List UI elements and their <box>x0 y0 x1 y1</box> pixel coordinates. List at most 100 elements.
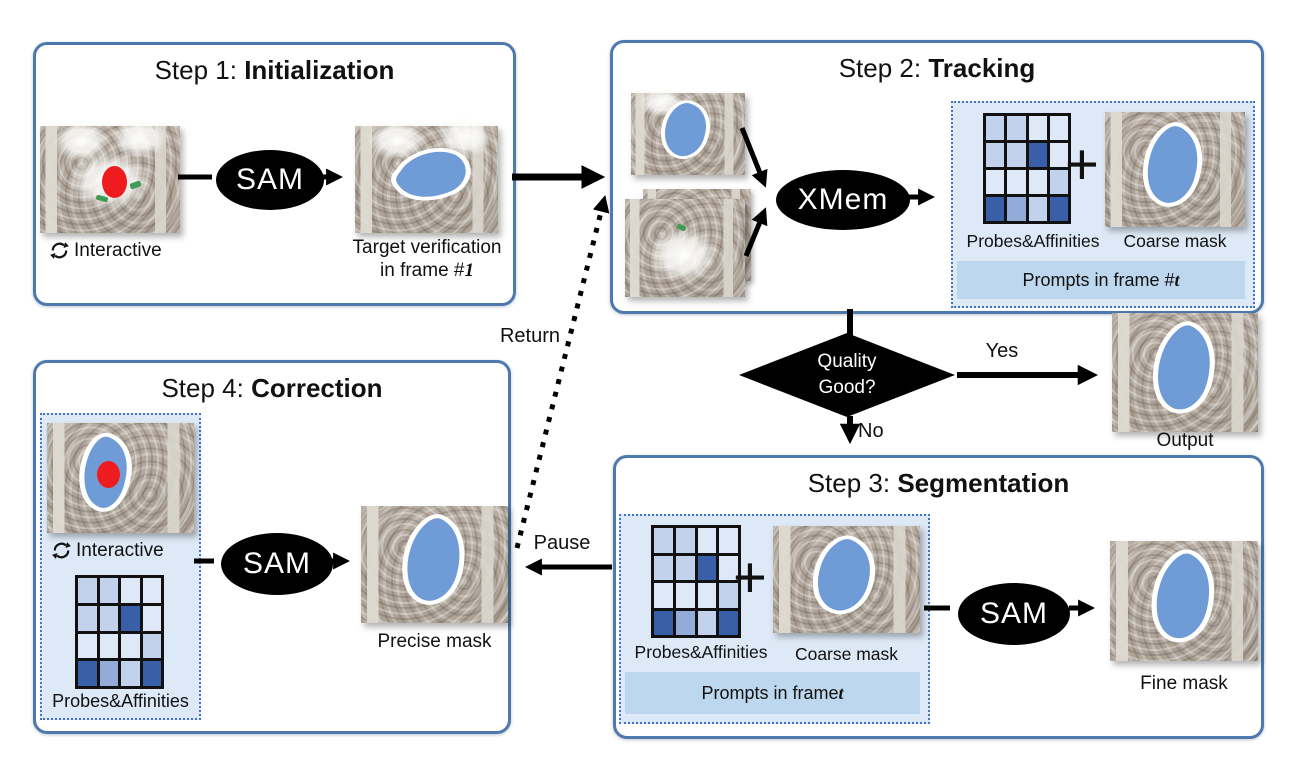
quality-decision-diamond: Quality Good? <box>739 333 955 417</box>
step4-correction-frame <box>47 423 194 533</box>
mask-blob <box>391 147 471 201</box>
affinity-cell <box>142 633 161 659</box>
affinity-cell <box>654 528 673 553</box>
affinity-cell <box>986 170 1005 194</box>
step3-coarse-mask-image <box>773 526 920 633</box>
step3-prompts-panel: + Probes&Affinities Coarse mask Prompts … <box>619 514 930 724</box>
affinity-cell <box>78 605 97 631</box>
sam-node-step3: SAM <box>958 583 1070 645</box>
precise-mask-image <box>361 506 508 623</box>
affinity-cell <box>121 661 140 686</box>
decision-line1: Quality <box>817 351 877 373</box>
sam-label: SAM <box>235 163 304 196</box>
xmem-node: XMem <box>776 170 910 230</box>
plus-sign: + <box>733 545 767 610</box>
yes-label: Yes <box>985 340 1019 362</box>
affinity-cell <box>78 578 97 603</box>
step4-box: Step 4: Correction Interactive Probes&Af… <box>33 360 511 734</box>
affinity-grid <box>651 525 741 638</box>
step2-box: Step 2: Tracking XMem + Probes&Affinitie… <box>610 40 1264 314</box>
sam-node-step4: SAM <box>221 533 333 595</box>
step1-interactive-row: Interactive <box>48 239 162 262</box>
affinity-grid <box>983 113 1071 224</box>
affinity-cell <box>719 583 738 608</box>
fine-mask-caption: Fine mask <box>1140 673 1228 694</box>
step4-interactive-row: Interactive <box>50 539 164 562</box>
coarse-caption: Coarse mask <box>794 644 899 664</box>
affinity-cell <box>121 578 140 603</box>
affinity-cell <box>1007 116 1026 140</box>
affinity-cell <box>1007 197 1026 221</box>
mask-blob <box>661 100 710 159</box>
step2-prompts-footer: Prompts in frame #t <box>957 261 1245 299</box>
mask-blob <box>1152 321 1215 414</box>
refresh-icon <box>50 242 69 259</box>
affinity-cell <box>675 583 695 608</box>
affinity-cell <box>78 633 97 659</box>
step1-title-bold: Initialization <box>244 55 395 85</box>
step4-interactive-panel: Interactive Probes&Affinities <box>40 413 201 720</box>
affinity-cell <box>719 610 738 635</box>
step2-title-bold: Tracking <box>928 53 1036 83</box>
affinity-cell <box>654 583 673 608</box>
mask-blob <box>79 432 132 512</box>
affinity-cell <box>142 661 161 686</box>
affinity-cell <box>121 605 140 631</box>
frame-var: t <box>838 682 844 703</box>
point-prompt-dot <box>102 166 127 198</box>
chick-blob <box>647 227 719 283</box>
fine-mask-image <box>1110 541 1258 661</box>
probes-caption: Probes&Affinities <box>634 642 768 662</box>
sam-label: SAM <box>242 547 311 580</box>
affinity-cell <box>1049 170 1068 194</box>
mask-blob <box>1142 122 1203 207</box>
step3-title-prefix: Step 3: <box>807 468 898 498</box>
affinity-cell <box>986 143 1005 167</box>
output-image <box>1112 313 1258 432</box>
step1-caption: Target verification in frame #1 <box>342 237 512 283</box>
affinity-cell <box>99 633 118 659</box>
step4-title-prefix: Step 4: <box>161 373 252 403</box>
affinity-cell <box>78 661 97 686</box>
affinity-cell <box>1049 143 1068 167</box>
affinity-cell <box>719 528 738 553</box>
step1-caption-line1: Target verification <box>352 237 502 258</box>
affinity-cell <box>986 116 1005 140</box>
sam-label: SAM <box>979 597 1048 630</box>
affinity-cell <box>697 610 717 635</box>
decision-line2: Good? <box>818 377 876 398</box>
step2-ref-frame <box>631 87 745 175</box>
affinity-cell <box>99 661 118 686</box>
pause-label: Pause <box>533 532 591 554</box>
frame-var: t <box>1174 269 1180 290</box>
affinity-grid <box>75 575 164 689</box>
step2-current-frame <box>625 199 745 297</box>
affinity-cell <box>1049 197 1068 221</box>
probes-caption: Probes&Affinities <box>52 691 189 711</box>
step4-title: Step 4: Correction <box>36 373 508 404</box>
step2-prompts-panel: + Probes&Affinities Coarse mask Prompts … <box>951 101 1255 308</box>
affinity-cell <box>697 583 717 608</box>
probes-caption: Probes&Affinities <box>966 231 1100 251</box>
affinity-cell <box>1028 197 1047 221</box>
affinity-cell <box>675 610 695 635</box>
dotted-return-arrow <box>514 195 610 549</box>
no-label: No <box>858 420 884 442</box>
step3-box: Step 3: Segmentation + Probes&Affinities… <box>613 455 1264 739</box>
affinity-cell <box>1028 116 1047 140</box>
point-prompt-dot <box>97 461 120 488</box>
mask-blob <box>402 514 465 605</box>
affinity-cell <box>142 605 161 631</box>
affinity-cell <box>1007 170 1026 194</box>
affinity-cell <box>99 605 118 631</box>
mask-blob <box>812 535 875 615</box>
xmem-label: XMem <box>797 183 889 216</box>
step2-title: Step 2: Tracking <box>613 53 1261 84</box>
step1-interactive-label: Interactive <box>74 239 162 261</box>
sam-node-step1: SAM <box>216 150 324 210</box>
affinity-cell <box>1028 170 1047 194</box>
prompts-text: Prompts in frame # <box>1022 269 1175 290</box>
affinity-cell <box>675 528 695 553</box>
step4-interactive-label: Interactive <box>76 539 164 561</box>
step4-title-bold: Correction <box>251 373 383 403</box>
